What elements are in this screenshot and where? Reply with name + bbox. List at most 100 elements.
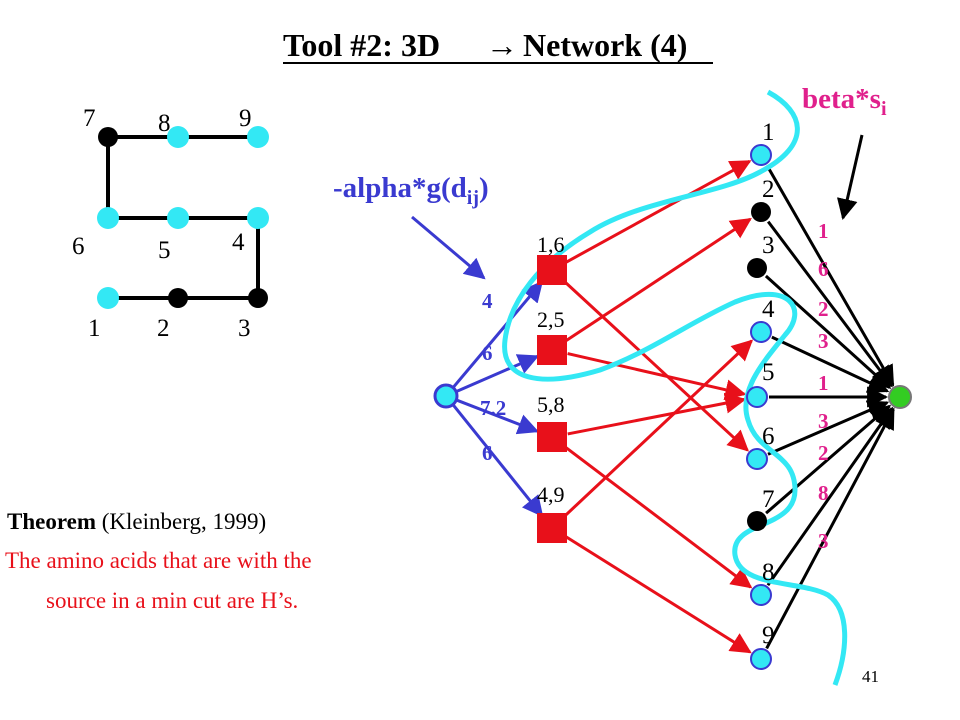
residue-label: 3 — [762, 232, 775, 259]
lattice-label: 2 — [157, 315, 170, 342]
slide-title: Tool #2: 3D → Network (4) — [283, 27, 713, 64]
sink-weight: 3 — [818, 529, 829, 553]
theorem-line-2: source in a min cut are H’s. — [46, 588, 298, 613]
pair-node — [537, 422, 567, 452]
residue-node — [747, 511, 767, 531]
pair-label: 1,6 — [537, 232, 565, 257]
lattice-node-6 — [97, 207, 119, 229]
lattice-node-2 — [168, 288, 188, 308]
sink-weight: 3 — [818, 329, 829, 353]
lattice-label: 7 — [83, 105, 96, 132]
pair-labels: 1,6 2,5 5,8 4,9 — [537, 232, 565, 507]
source-edge-weights: 4 6 7.2 6 — [480, 289, 506, 465]
sink-weight: 1 — [818, 371, 829, 395]
residue-node — [747, 258, 767, 278]
lattice-label: 9 — [239, 105, 252, 132]
residue-label: 1 — [762, 119, 775, 146]
source-to-pair-edge — [456, 354, 540, 393]
lattice-label: 6 — [72, 233, 85, 260]
lattice-label: 8 — [158, 110, 171, 137]
sink-weights: 1 6 2 3 1 3 2 8 3 — [818, 219, 829, 553]
residue-label: 7 — [762, 486, 775, 513]
residue-node — [751, 202, 771, 222]
title-text-pre: Tool #2: 3D — [283, 27, 440, 63]
sink-node — [888, 385, 912, 409]
residue-to-sink-edge — [771, 335, 890, 393]
residue-nodes — [746, 144, 772, 670]
lattice-diagram: 7 8 9 6 5 4 1 2 3 — [72, 105, 269, 342]
pair-to-residue-edge — [567, 352, 747, 401]
residue-to-sink-edge — [765, 164, 895, 387]
lattice-node-9 — [247, 126, 269, 148]
sink-weight: 8 — [818, 481, 829, 505]
pair-to-residue-edge — [563, 445, 753, 589]
residue-to-sink-edge — [764, 274, 892, 390]
residue-node — [750, 321, 772, 343]
residue-node — [750, 648, 772, 670]
residue-to-sink-edge — [766, 406, 894, 587]
alpha-annotation: -alpha*g(dij) — [333, 172, 489, 280]
pair-label: 2,5 — [537, 307, 565, 332]
pair-to-residue-edge — [564, 535, 752, 654]
source-edge-weight: 7.2 — [480, 396, 506, 420]
lattice-nodes — [97, 126, 269, 309]
residue-node — [750, 144, 772, 166]
pair-label: 5,8 — [537, 392, 565, 417]
beta-annotation: beta*si — [802, 83, 887, 221]
lattice-node-1 — [97, 287, 119, 309]
source-edges — [452, 280, 544, 518]
residue-to-sink-edge — [767, 400, 890, 456]
lattice-node-8 — [167, 126, 189, 148]
pair-node — [537, 335, 567, 365]
residue-to-sink-edge — [767, 220, 893, 388]
source-node — [433, 383, 459, 409]
lattice-label: 4 — [232, 229, 245, 256]
residue-node — [746, 448, 768, 470]
pair-to-residue-edge — [562, 279, 749, 452]
theorem-line-1: The amino acids that are with the — [5, 548, 312, 573]
lattice-label: 5 — [158, 237, 171, 264]
residue-sink-edges — [764, 164, 895, 650]
page-number: 41 — [862, 667, 879, 686]
sink-weight: 2 — [818, 297, 829, 321]
pair-residue-edges — [562, 159, 754, 654]
sink-weight: 3 — [818, 409, 829, 433]
alpha-pointer-arrow — [411, 215, 486, 280]
lattice-node-3 — [248, 288, 268, 308]
residue-to-sink-edge — [765, 407, 895, 650]
source-to-pair-edge — [456, 398, 540, 435]
title-text-post: Network (4) — [523, 27, 687, 63]
sink-weight: 6 — [818, 257, 829, 281]
sink-weight: 2 — [818, 441, 829, 465]
sink-weight: 1 — [818, 219, 829, 243]
residue-label: 5 — [762, 359, 775, 386]
residue-label: 4 — [762, 296, 775, 323]
source-edge-weight: 4 — [482, 289, 493, 313]
lattice-label: 3 — [238, 315, 251, 342]
pair-to-residue-edge — [562, 339, 754, 519]
min-cut-curve — [502, 89, 848, 686]
pair-label: 4,9 — [537, 482, 565, 507]
source-edge-weight: 6 — [482, 441, 493, 465]
residue-labels: 1 2 3 4 5 6 7 8 9 — [762, 119, 775, 649]
lattice-node-4 — [247, 207, 269, 229]
pair-node — [537, 255, 567, 285]
beta-label: beta*si — [802, 83, 887, 120]
residue-node — [750, 584, 772, 606]
residue-label: 9 — [762, 622, 775, 649]
lattice-node-5 — [167, 207, 189, 229]
pair-node — [537, 513, 567, 543]
residue-label: 8 — [762, 559, 775, 586]
theorem-title-line: Theorem (Kleinberg, 1999) — [7, 509, 266, 534]
source-to-pair-edge — [452, 280, 544, 388]
residue-to-sink-edge — [765, 404, 892, 515]
title-arrow: → — [486, 27, 518, 63]
pair-nodes — [537, 255, 567, 543]
residue-label: 6 — [762, 423, 775, 450]
residue-node — [746, 386, 768, 408]
beta-pointer-arrow — [836, 134, 864, 221]
lattice-label: 1 — [88, 315, 101, 342]
lattice-node-7 — [98, 127, 118, 147]
pair-to-residue-edge — [565, 159, 752, 264]
